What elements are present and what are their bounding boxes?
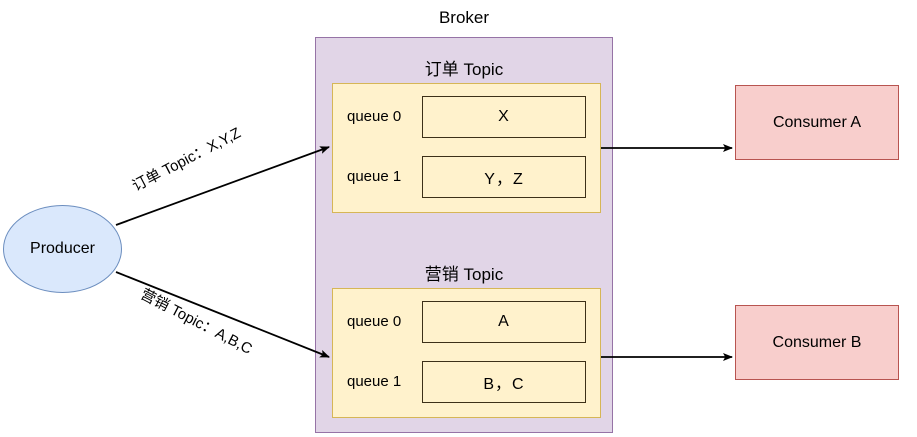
order-topic-queue-1-label: queue 1 (347, 167, 402, 185)
broker-title: Broker (438, 8, 490, 27)
order-topic-queue-1-messages: Y，Z (422, 156, 586, 198)
marketing-topic-queue-1-messages: B，C (422, 361, 586, 403)
marketing-topic-queue-1-label: queue 1 (347, 372, 402, 390)
consumer-b-node: Consumer B (735, 305, 899, 380)
edge-producer-to-order-topic (115, 146, 330, 226)
consumer-a-node: Consumer A (735, 85, 899, 160)
marketing-topic-body: queue 0 A queue 1 B，C (332, 288, 601, 418)
marketing-topic-queue-0-label: queue 0 (347, 312, 402, 330)
order-topic-body: queue 0 X queue 1 Y，Z (332, 83, 601, 213)
order-topic-title: 订单 Topic (424, 59, 504, 79)
producer-node: Producer (3, 205, 122, 293)
order-topic-queue-0-messages: X (422, 96, 586, 138)
marketing-topic-queue-0-messages: A (422, 301, 586, 343)
marketing-topic-title: 营销 Topic (424, 264, 504, 284)
edge-producer-to-marketing-topic (115, 271, 330, 358)
order-topic-queue-0-label: queue 0 (347, 107, 402, 125)
